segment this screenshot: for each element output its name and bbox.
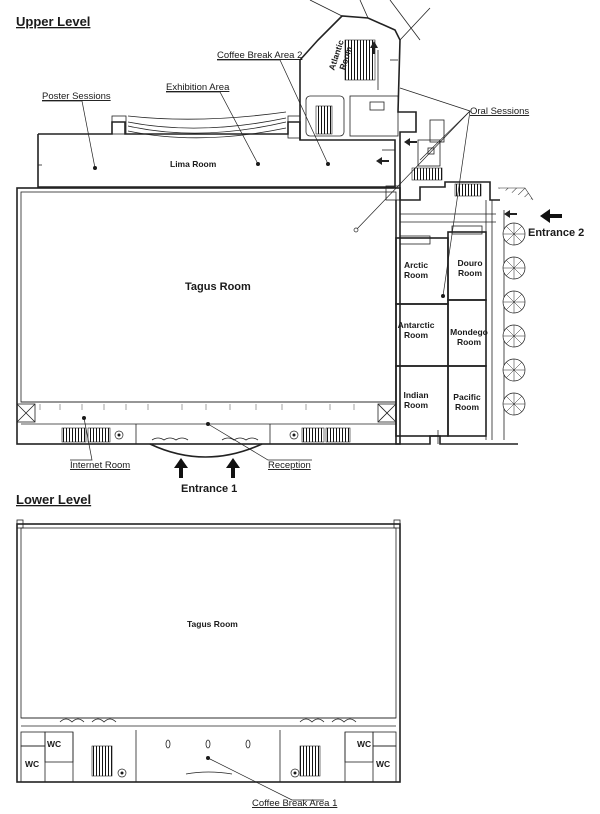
lima-room-outline bbox=[37, 111, 396, 188]
stairs-icon bbox=[61, 427, 87, 443]
arctic-room-label-2: Room bbox=[404, 270, 429, 280]
douro-room-label: Douro bbox=[457, 258, 482, 268]
lima-room-label: Lima Room bbox=[170, 159, 217, 169]
atlantic-room-block bbox=[299, 0, 431, 187]
wc-label-1: WC bbox=[47, 739, 61, 749]
coffee-break-1-callout: Coffee Break Area 1 bbox=[252, 798, 337, 809]
wc-label-2: WC bbox=[25, 759, 39, 769]
tagus-room-lower-label: Tagus Room bbox=[187, 619, 238, 629]
upper-level-title: Upper Level bbox=[16, 14, 90, 29]
arrow-left-icon bbox=[370, 41, 517, 218]
wc-label-4: WC bbox=[376, 759, 390, 769]
pacific-room-label-2: Room bbox=[455, 402, 480, 412]
lower-level-title: Lower Level bbox=[16, 492, 91, 507]
lower-service-blocks bbox=[20, 730, 397, 783]
coffee-break-2-callout: Coffee Break Area 2 bbox=[217, 50, 302, 61]
entrance-1-label: Entrance 1 bbox=[181, 483, 237, 495]
entrance-2-arrow-icon bbox=[540, 209, 562, 223]
tagus-room-upper-label: Tagus Room bbox=[185, 281, 251, 293]
entrance-2-label: Entrance 2 bbox=[528, 227, 584, 239]
oral-sessions-callout: Oral Sessions bbox=[470, 106, 529, 117]
upper-reception-band bbox=[39, 404, 355, 458]
tagus-room-upper-outline bbox=[16, 185, 401, 445]
douro-room-label-2: Room bbox=[458, 268, 483, 278]
exhibition-area-callout: Exhibition Area bbox=[166, 82, 230, 93]
pacific-room-label: Pacific bbox=[453, 392, 481, 402]
upper-leader-lines bbox=[42, 59, 471, 461]
mondego-room-label-2: Room bbox=[457, 337, 482, 347]
upper-east-corridor bbox=[399, 119, 534, 201]
facade-rosettes bbox=[502, 222, 526, 416]
coffee-break-1-leader bbox=[207, 757, 324, 801]
internet-room-callout: Internet Room bbox=[70, 460, 130, 471]
arrow-up-icon bbox=[174, 458, 240, 478]
antarctic-room-label: Antarctic bbox=[398, 320, 435, 330]
breakout-rooms bbox=[395, 200, 518, 445]
reception-callout: Reception bbox=[268, 460, 311, 471]
antarctic-room-label-2: Room bbox=[404, 330, 429, 340]
mondego-room-label: Mondego bbox=[450, 327, 488, 337]
indian-room-label-2: Room bbox=[404, 400, 429, 410]
poster-sessions-callout: Poster Sessions bbox=[42, 91, 111, 102]
arctic-room-label: Arctic bbox=[404, 260, 428, 270]
tagus-room-lower-outline bbox=[16, 519, 401, 783]
indian-room-label: Indian bbox=[403, 390, 428, 400]
wc-label-3: WC bbox=[357, 739, 371, 749]
